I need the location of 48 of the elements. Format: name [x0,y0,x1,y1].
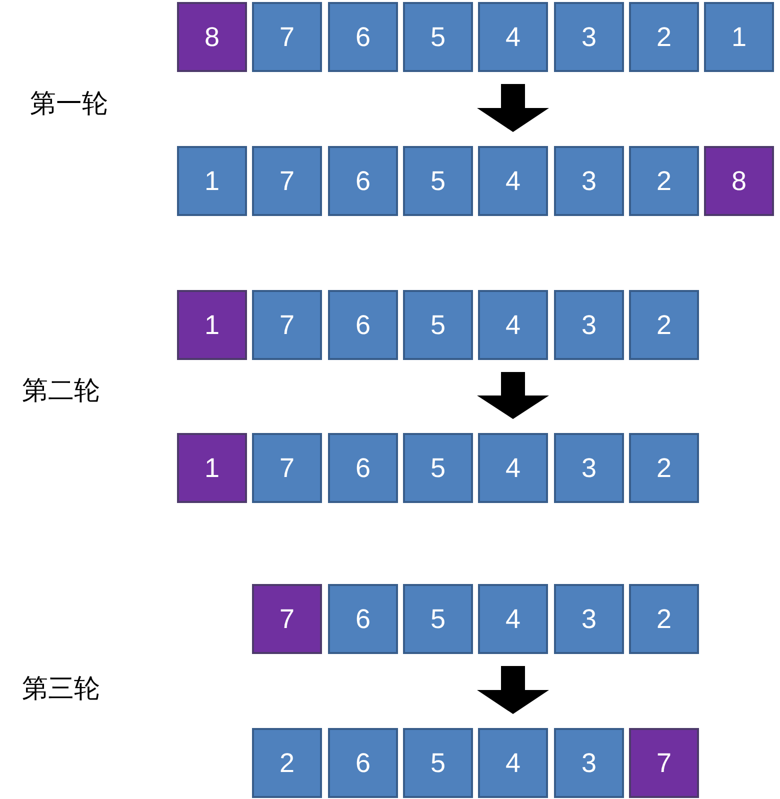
number-cell: 6 [328,290,398,360]
number-cell: 3 [554,433,624,503]
number-cell: 3 [554,728,624,798]
number-cell: 7 [252,290,322,360]
round-label: 第一轮 [30,88,108,121]
highlighted-number-cell: 7 [629,728,699,798]
number-cell: 6 [328,433,398,503]
number-cell: 4 [478,584,548,654]
number-cell: 1 [177,146,247,216]
highlighted-number-cell: 8 [704,146,774,216]
number-cell: 2 [629,584,699,654]
number-cell: 2 [629,2,699,72]
number-cell: 5 [403,433,473,503]
number-cell: 3 [554,2,624,72]
number-cell: 7 [252,2,322,72]
number-cell: 7 [252,433,322,503]
number-cell: 7 [252,146,322,216]
number-cell: 4 [478,290,548,360]
number-cell: 6 [328,146,398,216]
number-cell: 4 [478,433,548,503]
number-cell: 5 [403,584,473,654]
down-block-arrow [477,372,549,419]
number-cell: 3 [554,146,624,216]
number-cell: 5 [403,290,473,360]
number-cell: 2 [252,728,322,798]
number-cell: 2 [629,146,699,216]
number-cell: 5 [403,2,473,72]
highlighted-number-cell: 7 [252,584,322,654]
number-cell: 6 [328,2,398,72]
highlighted-number-cell: 8 [177,2,247,72]
number-cell: 1 [704,2,774,72]
number-cell: 5 [403,728,473,798]
number-cell: 3 [554,290,624,360]
number-cell: 4 [478,2,548,72]
round-label: 第二轮 [22,375,100,408]
number-cell: 4 [478,728,548,798]
number-cell: 5 [403,146,473,216]
number-cell: 2 [629,290,699,360]
number-cell: 6 [328,728,398,798]
number-cell: 3 [554,584,624,654]
down-block-arrow [477,666,549,714]
round-label: 第三轮 [22,673,100,706]
number-cell: 2 [629,433,699,503]
number-cell: 4 [478,146,548,216]
down-block-arrow [477,84,549,132]
number-cell: 6 [328,584,398,654]
highlighted-number-cell: 1 [177,433,247,503]
highlighted-number-cell: 1 [177,290,247,360]
